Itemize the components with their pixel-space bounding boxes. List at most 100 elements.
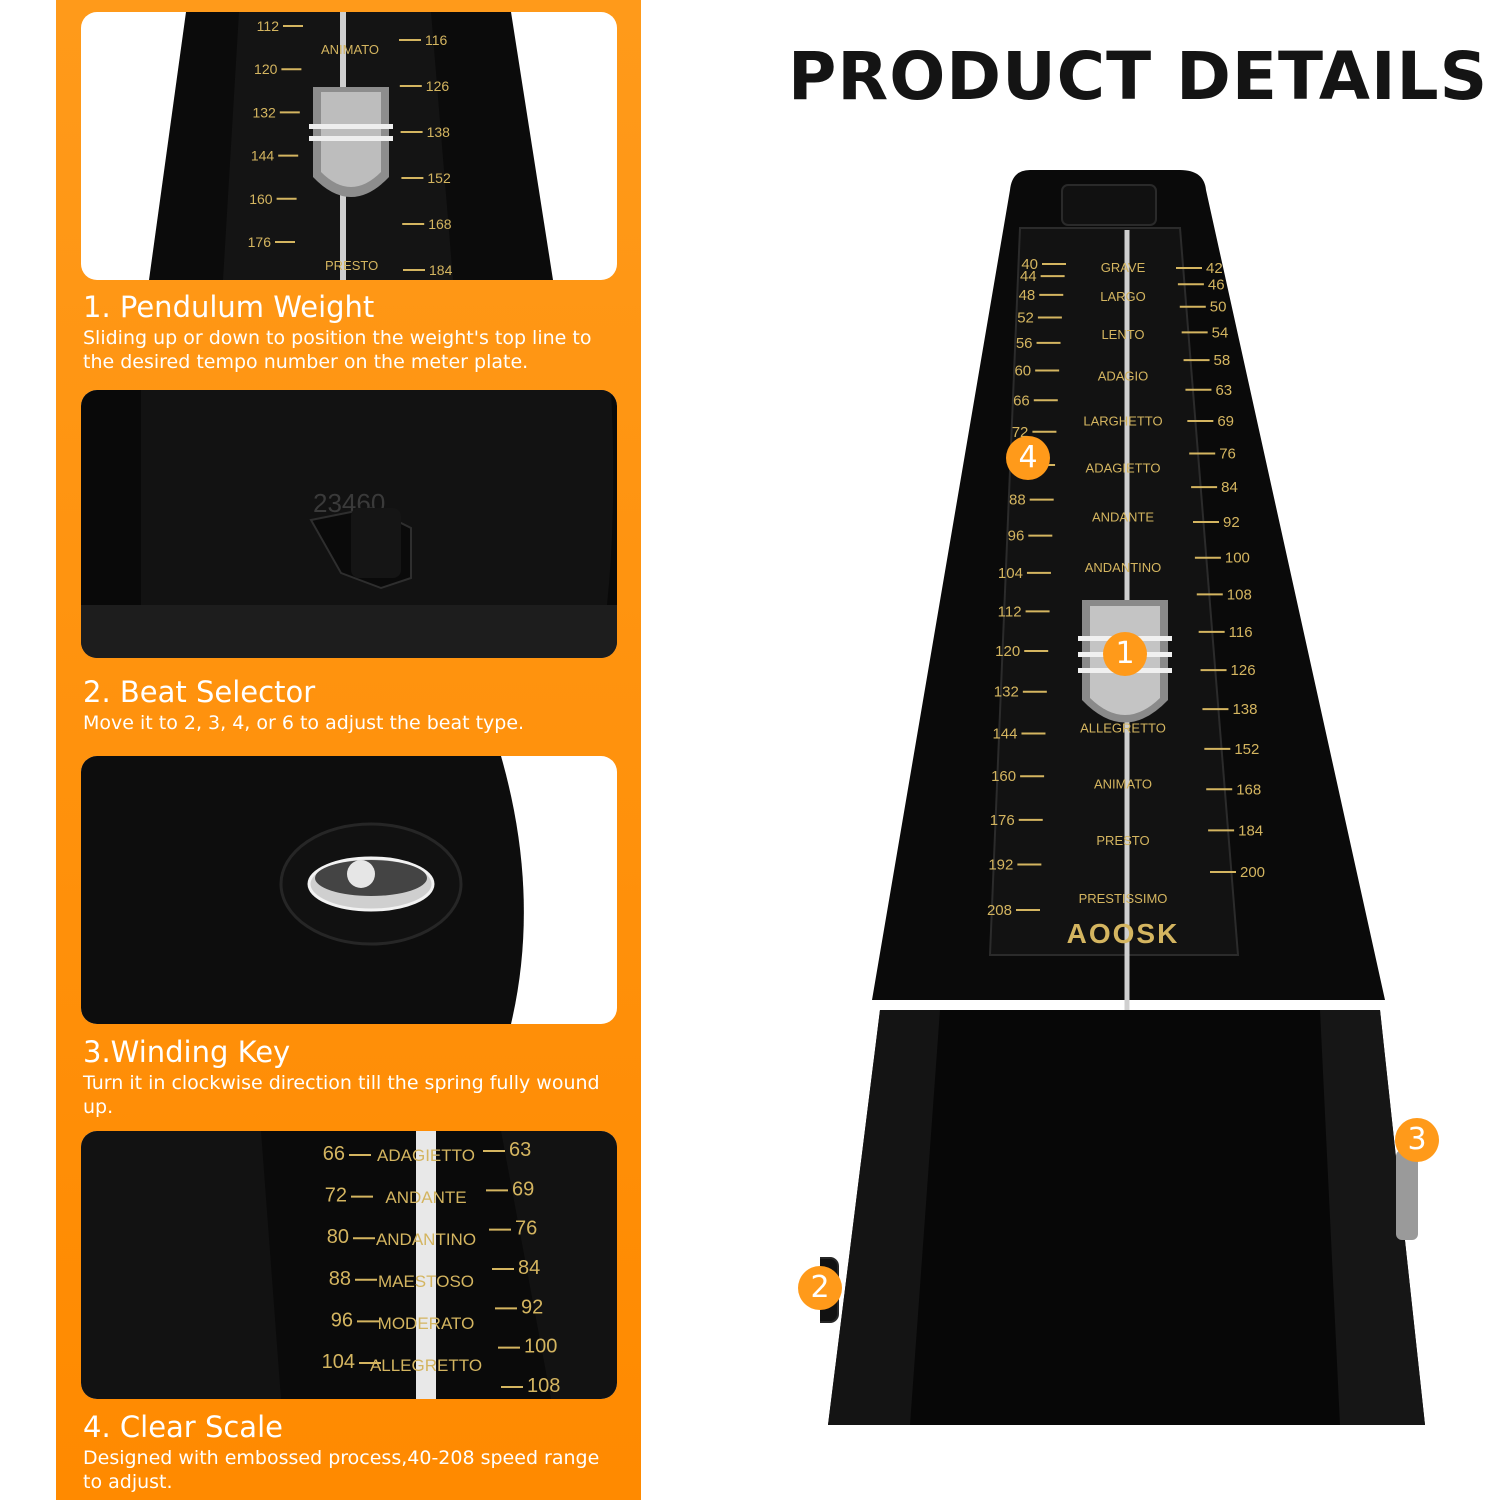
scale-label: 96: [1008, 528, 1025, 545]
scale-label: 66: [323, 1143, 345, 1165]
metronome-illustration: 4044485256606672808896104112120132144160…: [820, 170, 1425, 1425]
feature-column: 112 120 132 144 160 176 116 126 138 152 168 184 ANI…: [56, 0, 641, 1500]
scale-label: 200: [1240, 864, 1265, 881]
tempo-term: PRESTISSIMO: [1079, 891, 1168, 906]
scale-label: 104: [322, 1351, 355, 1373]
scale-label: 138: [427, 124, 451, 140]
page-title: PRODUCT DETAILS: [788, 38, 1489, 115]
scale-label: 160: [991, 768, 1016, 785]
scale-label: 46: [1208, 276, 1225, 293]
tempo-term: ANDANTE: [1092, 510, 1154, 525]
feature-3-description: Turn it in clockwise direction till the …: [83, 1072, 600, 1118]
beat-selector-photo: 23460: [81, 390, 617, 658]
scale-label: 56: [1016, 335, 1033, 352]
tempo-term: ALLEGRETTO: [1080, 721, 1166, 736]
scale-label: 60: [1014, 363, 1031, 380]
winding-key-icon: [307, 856, 435, 912]
scale-label: 132: [252, 104, 276, 120]
tempo-term: ADAGIO: [1098, 369, 1149, 384]
scale-label: 84: [518, 1257, 540, 1279]
scale-label: 100: [524, 1336, 557, 1358]
scale-label: 176: [248, 234, 272, 250]
scale-label: 100: [1225, 550, 1250, 567]
tempo-term: GRAVE: [1101, 260, 1146, 275]
scale-label: 168: [1236, 781, 1261, 798]
scale-label: 120: [254, 61, 278, 77]
brand-logo: AOOSK: [1067, 918, 1180, 949]
scale-label: 160: [249, 191, 273, 207]
feature-2-description: Move it to 2, 3, 4, or 6 to adjust the b…: [83, 712, 525, 734]
tempo-term: ADAGIETTO: [1086, 460, 1161, 475]
scale-label: 92: [1223, 514, 1240, 531]
scale-label: 76: [1219, 445, 1236, 462]
scale-label: 184: [429, 262, 453, 278]
feature-3-caption: 3.Winding Key Turn it in clockwise direc…: [83, 1035, 623, 1119]
beat-selector-lever-icon: [309, 506, 412, 590]
tempo-term: ANIMATO: [1094, 776, 1152, 791]
scale-label: 108: [1227, 586, 1252, 603]
panel1-term-animato: ANIMATO: [321, 42, 379, 57]
callout-badge-2: 2: [798, 1266, 842, 1310]
scale-label: 88: [1009, 492, 1026, 509]
tempo-term: ADAGIETTO: [377, 1146, 475, 1165]
tempo-term: ANDANTINO: [376, 1230, 476, 1249]
feature-1-description: Sliding up or down to position the weigh…: [83, 327, 592, 373]
scale-label: 63: [1215, 382, 1232, 399]
callout-badge-4: 4: [1006, 436, 1050, 480]
pendulum-weight-photo: 112 120 132 144 160 176 116 126 138 152 168 184 ANI…: [81, 12, 617, 280]
scale-label: 112: [998, 603, 1022, 620]
tempo-term: ANDANTINO: [1085, 560, 1162, 575]
scale-label: 192: [988, 857, 1013, 874]
scale-label: 176: [990, 812, 1015, 829]
scale-label: 84: [1221, 479, 1238, 496]
scale-label: 112: [257, 18, 280, 34]
tempo-term: MODERATO: [378, 1314, 475, 1333]
scale-label: 168: [428, 216, 452, 232]
tempo-term: LENTO: [1101, 327, 1144, 342]
pendulum-weight-icon: [309, 87, 393, 197]
scale-label: 152: [427, 170, 451, 186]
feature-1-title: 1. Pendulum Weight: [83, 290, 375, 324]
scale-label: 69: [512, 1178, 534, 1200]
scale-label: 54: [1212, 324, 1229, 341]
scale-label: 126: [426, 78, 450, 94]
tempo-term: MAESTOSO: [378, 1272, 474, 1291]
scale-label: 138: [1232, 701, 1257, 718]
scale-label: 152: [1234, 741, 1259, 758]
scale-label: 208: [987, 902, 1012, 919]
scale-label: 88: [329, 1268, 351, 1290]
scale-label: 52: [1017, 309, 1034, 326]
scale-label: 80: [327, 1226, 349, 1248]
callout-badge-3: 3: [1395, 1118, 1439, 1162]
tempo-term: LARGO: [1100, 289, 1146, 304]
scale-label: 50: [1210, 299, 1227, 316]
scale-label: 116: [1229, 624, 1253, 641]
scale-label: 58: [1214, 352, 1231, 369]
feature-4-description: Designed with embossed process,40-208 sp…: [83, 1447, 600, 1493]
scale-label: 184: [1238, 822, 1263, 839]
panel1-term-presto: PRESTO: [325, 258, 378, 273]
scale-label: 72: [325, 1185, 347, 1207]
feature-1-caption: 1. Pendulum Weight Sliding up or down to…: [83, 290, 623, 374]
feature-4-title: 4. Clear Scale: [83, 1410, 283, 1444]
scale-label: 116: [425, 32, 448, 48]
tempo-term: LARGHETTO: [1083, 413, 1162, 428]
feature-2-title: 2. Beat Selector: [83, 675, 316, 709]
scale-label: 104: [998, 565, 1023, 582]
tempo-term: ANDANTE: [385, 1188, 466, 1207]
scale-label: 40: [1021, 256, 1038, 273]
feature-4-caption: 4. Clear Scale Designed with embossed pr…: [83, 1410, 623, 1494]
feature-3-title: 3.Winding Key: [83, 1035, 291, 1069]
scale-label: 66: [1013, 392, 1030, 409]
scale-label: 44: [1020, 268, 1037, 285]
feature-2-caption: 2. Beat Selector Move it to 2, 3, 4, or …: [83, 675, 623, 735]
winding-key-photo: [81, 756, 617, 1024]
tempo-term: PRESTO: [1096, 833, 1149, 848]
scale-label: 63: [509, 1139, 531, 1161]
scale-label: 96: [331, 1309, 353, 1331]
scale-label: 144: [251, 148, 275, 164]
scale-label: 108: [527, 1375, 560, 1397]
scale-label: 132: [994, 684, 1019, 701]
scale-label: 42: [1206, 260, 1223, 277]
